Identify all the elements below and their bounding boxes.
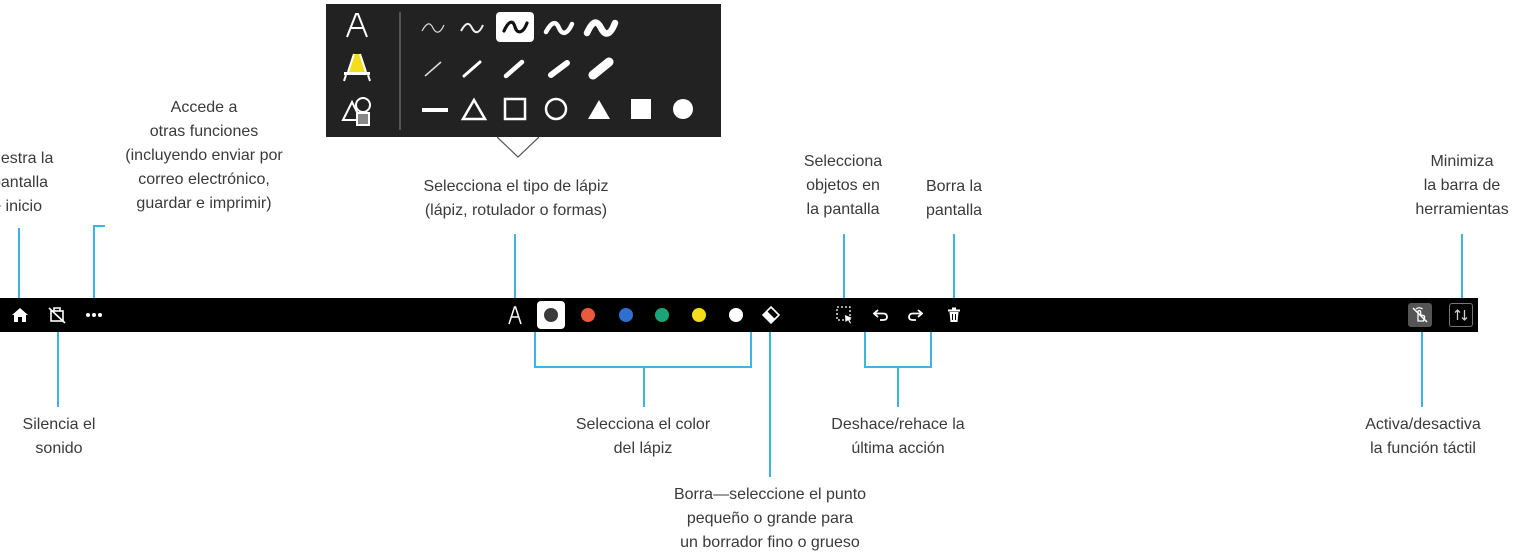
connector-pen-type <box>514 234 516 301</box>
redo-icon <box>908 309 923 321</box>
undo-button[interactable] <box>870 298 892 332</box>
connector-clear <box>953 234 955 301</box>
home-label: uestra la pantalla e inicio <box>0 150 54 215</box>
stroke-3-selected[interactable] <box>496 12 534 42</box>
mute-icon <box>48 307 66 324</box>
trash-button[interactable] <box>943 298 965 332</box>
eraser-label: Borra—seleccione el punto pequeño o gran… <box>673 486 867 551</box>
more-icon <box>86 313 102 317</box>
pen-type-label: Selecciona el tipo de lápiz (lápiz, rotu… <box>423 178 609 219</box>
shape-square-outline-icon[interactable] <box>502 96 528 122</box>
connector-undo-down <box>897 366 899 407</box>
color-swatch[interactable] <box>692 308 706 322</box>
shape-triangle-filled-icon[interactable] <box>585 96 613 122</box>
connector-undo-right <box>930 332 932 368</box>
eraser-icon <box>761 305 781 325</box>
pen-type-icon <box>508 306 522 325</box>
clear-label: Borra la pantalla <box>925 178 983 219</box>
marker-4-icon[interactable] <box>546 58 572 80</box>
trash-icon <box>948 307 960 322</box>
connector-more-v <box>93 225 95 302</box>
mute-label: Silencia el sonido <box>22 416 96 457</box>
color-swatch[interactable] <box>544 308 558 322</box>
connector-color-left <box>534 332 536 368</box>
touch-toggle-icon <box>1412 307 1428 323</box>
redo-button[interactable] <box>904 298 926 332</box>
shape-square-filled-icon[interactable] <box>628 96 654 122</box>
pen-icon[interactable] <box>343 10 371 40</box>
color-swatch[interactable] <box>619 308 633 322</box>
select-button[interactable] <box>833 298 857 332</box>
shapes-icon[interactable] <box>340 94 374 128</box>
stroke-1-icon[interactable] <box>419 18 447 38</box>
touch-label: Activa/desactiva la función táctil <box>1365 416 1481 457</box>
stroke-4-icon[interactable] <box>542 16 576 40</box>
connector-touch <box>1421 332 1423 407</box>
stroke-5-icon[interactable] <box>582 14 620 42</box>
marker-5-icon[interactable] <box>586 56 616 82</box>
home-icon <box>12 308 28 322</box>
marker-2-icon[interactable] <box>460 58 484 80</box>
connector-mute <box>57 332 59 407</box>
eraser-button[interactable] <box>758 298 784 332</box>
connector-minimize <box>1461 234 1463 301</box>
popup-pointer <box>497 137 539 158</box>
undo-redo-label: Deshace/rehace la última acción <box>831 416 965 457</box>
more-button[interactable] <box>82 298 106 332</box>
home-button[interactable] <box>9 298 31 332</box>
color-swatch[interactable] <box>581 308 595 322</box>
mute-button[interactable] <box>45 298 69 332</box>
select-icon <box>836 306 852 324</box>
minimize-button[interactable] <box>1449 303 1473 327</box>
stroke-3-icon <box>502 20 529 34</box>
shape-line-icon[interactable] <box>420 98 450 122</box>
marker-1-icon[interactable] <box>421 58 445 80</box>
select-label: Selecciona objetos en la pantalla <box>803 153 883 218</box>
popup-divider <box>399 12 401 130</box>
connector-more-h <box>93 225 105 227</box>
connector-color-right <box>750 332 752 368</box>
shape-circle-filled-icon[interactable] <box>670 96 696 122</box>
marker-3-icon[interactable] <box>502 58 526 80</box>
undo-icon <box>873 309 888 321</box>
minimize-label: Minimiza la barra de herramientas <box>1415 153 1509 218</box>
whiteboard-toolbar <box>0 298 1478 332</box>
connector-eraser <box>769 332 771 477</box>
shape-circle-outline-icon[interactable] <box>543 96 569 122</box>
minimize-icon <box>1454 309 1468 321</box>
color-swatch[interactable] <box>655 308 669 322</box>
pen-type-button[interactable] <box>504 298 526 332</box>
connector-undo-left <box>864 332 866 368</box>
more-label: Accede a otras funciones (incluyendo env… <box>125 99 283 212</box>
connector-color-down <box>643 366 645 407</box>
shape-triangle-outline-icon[interactable] <box>460 96 488 122</box>
connector-home <box>18 228 20 302</box>
pen-color-label: Selecciona el color del lápiz <box>575 416 711 457</box>
pen-type-popup <box>326 4 721 137</box>
touch-toggle-button[interactable] <box>1408 303 1432 327</box>
stroke-2-icon[interactable] <box>458 18 486 38</box>
connector-select <box>843 234 845 301</box>
marker-icon[interactable] <box>341 50 373 82</box>
color-swatch[interactable] <box>729 308 743 322</box>
